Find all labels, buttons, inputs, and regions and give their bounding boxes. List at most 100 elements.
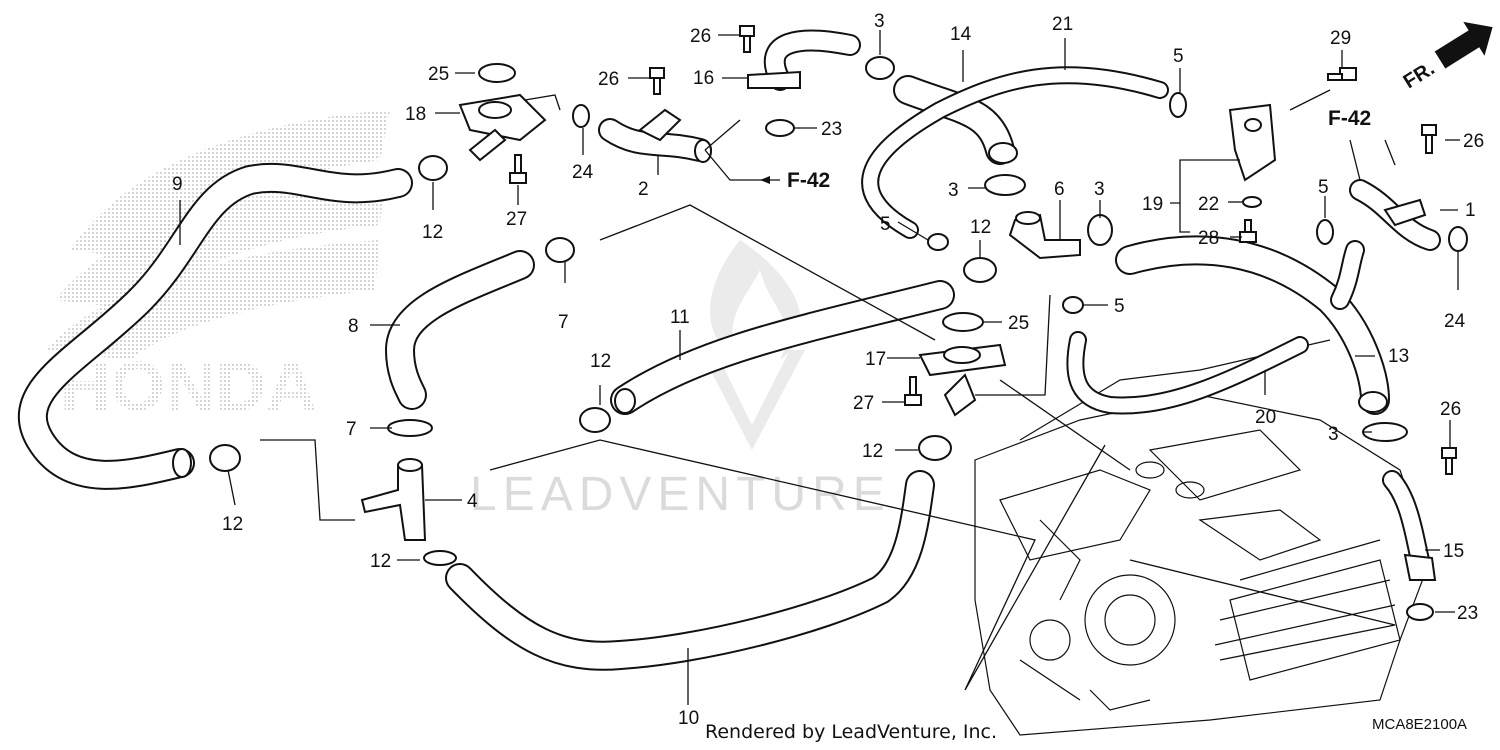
label-part-12-f: 12 [970, 217, 991, 238]
hose-9 [18, 162, 413, 490]
label-part-11: 11 [670, 307, 690, 328]
honda-wing-watermark: HONDA [45, 110, 390, 425]
label-part-3-b: 3 [948, 180, 959, 201]
label-part-25-a: 25 [428, 64, 449, 85]
clamp-12-b [579, 407, 611, 433]
label-part-3-c: 3 [1094, 179, 1105, 200]
clamp-7-a [545, 237, 575, 263]
label-part-24-a: 24 [572, 162, 594, 183]
label-part-9: 9 [172, 174, 183, 195]
label-part-21: 21 [1052, 14, 1073, 35]
label-part-18: 18 [405, 104, 426, 125]
clamp-5-d [1316, 219, 1334, 245]
clamp-12-e [918, 435, 952, 461]
clamp-12-f [963, 257, 997, 283]
f42-reference-right[interactable]: F-42 [1328, 107, 1371, 130]
bolt-27-b [904, 376, 922, 406]
label-part-7-b: 7 [346, 419, 357, 440]
label-part-12-d: 12 [370, 551, 391, 572]
label-part-5-b: 5 [880, 214, 891, 235]
label-part-22: 22 [1198, 194, 1219, 215]
bolt-26-d [1441, 447, 1457, 475]
pipe-16 [747, 29, 861, 91]
label-part-12-c: 12 [222, 514, 243, 535]
label-part-6: 6 [1054, 179, 1065, 200]
clamp-5-a [1169, 92, 1187, 118]
front-direction-arrow: FR. [1400, 21, 1493, 93]
part-labels: 1 2 3 3 3 3 4 5 5 5 5 6 7 7 8 9 10 11 12… [172, 11, 1484, 729]
grommet-24-a [572, 104, 590, 128]
label-part-26-a: 26 [690, 26, 711, 47]
label-part-25-b: 25 [1008, 313, 1029, 334]
leadventure-watermark: LEADVENTURE [470, 240, 891, 521]
label-part-16: 16 [693, 68, 714, 89]
label-part-23-b: 23 [1457, 603, 1478, 624]
label-part-17: 17 [865, 349, 886, 370]
grommet-24-b [1448, 226, 1468, 252]
clamp-12-a [418, 155, 448, 181]
clamp-3-a [865, 56, 895, 80]
leader-lines [179, 30, 1460, 705]
hose-14 [893, 75, 1018, 165]
clamp-3-c [1087, 214, 1113, 246]
f42-left-arrow [760, 176, 770, 184]
grommet-23-b [1406, 603, 1434, 621]
hose-15 [1382, 470, 1437, 581]
label-part-4: 4 [467, 491, 478, 512]
label-part-3-a: 3 [874, 11, 885, 32]
joint-6 [1008, 211, 1081, 260]
label-part-10: 10 [678, 708, 699, 729]
label-part-12-a: 12 [422, 222, 443, 243]
housing-19 [1228, 103, 1277, 182]
label-part-27-b: 27 [853, 393, 874, 414]
label-part-27-a: 27 [506, 209, 527, 230]
bolt-27-a [509, 154, 527, 184]
f42-reference-left[interactable]: F-42 [787, 169, 830, 192]
drawing-code: MCA8E2100A [1372, 716, 1467, 733]
credit-text: Rendered by LeadVenture, Inc. [705, 721, 997, 743]
hose-21 [861, 66, 1169, 239]
gasket-25-a [478, 63, 516, 83]
clamp-12-c [209, 444, 241, 472]
engine-assembly [974, 339, 1431, 736]
leadventure-watermark-text: LEADVENTURE [470, 468, 891, 521]
label-part-13: 13 [1388, 346, 1409, 367]
label-part-5-d: 5 [1318, 177, 1329, 198]
hose-20 [1066, 331, 1309, 415]
label-part-1: 1 [1465, 200, 1476, 221]
label-part-12-e: 12 [862, 441, 883, 462]
label-part-12-b: 12 [590, 351, 611, 372]
washer-22 [1242, 196, 1262, 208]
label-part-29: 29 [1330, 28, 1351, 49]
label-part-28: 28 [1198, 228, 1219, 249]
label-part-7-a: 7 [558, 312, 569, 333]
bolt-28 [1239, 219, 1257, 243]
pipe-2 [598, 108, 712, 163]
hose-8 [385, 250, 535, 410]
label-part-14: 14 [950, 24, 972, 45]
label-part-24-b: 24 [1444, 311, 1466, 332]
cover-17 [918, 343, 1007, 417]
label-part-8: 8 [348, 316, 359, 337]
bolt-29 [1327, 67, 1357, 81]
clamp-3-b [984, 174, 1026, 196]
label-part-15: 15 [1443, 541, 1464, 562]
bolt-26-a [739, 25, 755, 53]
cover-18 [458, 93, 547, 162]
label-part-20: 20 [1255, 407, 1276, 428]
label-part-23-a: 23 [821, 119, 842, 140]
label-part-3-d: 3 [1328, 424, 1339, 445]
label-part-26-b: 26 [598, 69, 619, 90]
grommet-23-a [765, 119, 795, 137]
pipe-1 [1349, 179, 1441, 251]
label-part-26-d: 26 [1440, 399, 1461, 420]
label-part-2: 2 [638, 179, 649, 200]
bolt-26-c [1421, 124, 1437, 154]
clamp-12-d [423, 550, 457, 566]
joint-4 [360, 458, 427, 541]
label-part-26-c: 26 [1463, 131, 1484, 152]
clamp-5-c [1062, 296, 1084, 314]
clamp-5-b [927, 233, 949, 251]
hose-11 [610, 280, 955, 415]
